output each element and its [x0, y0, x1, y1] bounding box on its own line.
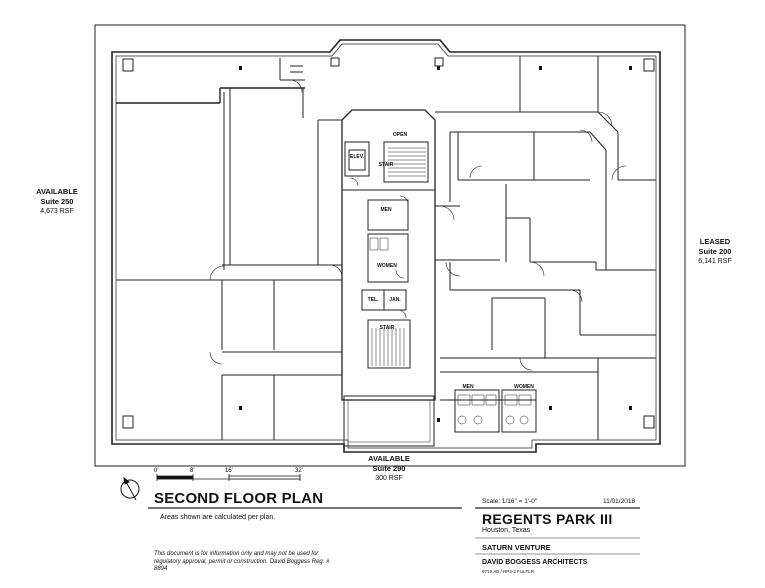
suite-250-status: AVAILABLE	[36, 187, 78, 196]
suite-250-label: AVAILABLE Suite 250 4,673 RSF	[22, 187, 92, 216]
project-city: Houston, Texas	[482, 527, 531, 534]
column	[122, 415, 134, 429]
drawing-code: 9719.AB / RP3-2 FULFLR	[482, 569, 535, 574]
plan-title: SECOND FLOOR PLAN	[154, 490, 324, 507]
suite-250-area: 4,673 RSF	[40, 208, 74, 215]
building-outline	[111, 39, 661, 453]
column	[434, 57, 444, 67]
suite-250-number: Suite 250	[40, 197, 74, 206]
scale-bar	[156, 474, 301, 481]
suite-290-label: AVAILABLE Suite 290 300 RSF	[356, 454, 422, 483]
room-stair-upper: STAIR	[378, 162, 394, 168]
sheet-border	[94, 24, 686, 467]
stair-lower	[367, 319, 411, 369]
room-tel: TEL.	[367, 297, 379, 303]
suite-290-status: AVAILABLE	[368, 454, 410, 463]
room-men-south: MEN	[462, 384, 474, 390]
client-name: SATURN VENTURE	[482, 543, 551, 552]
scale-tick: 32'	[295, 468, 303, 474]
column	[122, 58, 134, 72]
room-women-core: WOMEN	[377, 263, 397, 269]
room-men-core: MEN	[380, 207, 392, 213]
scale-tick: 8'	[190, 468, 195, 474]
suite-290-room	[343, 395, 435, 447]
suite-290-number: Suite 290	[372, 464, 406, 473]
north-arrow-icon	[120, 476, 140, 501]
room-jan: JAN.	[389, 297, 401, 303]
suite-200-label: LEASED Suite 200 6,141 RSF	[685, 237, 745, 266]
core-outline	[341, 109, 436, 401]
room-open: OPEN	[392, 132, 408, 138]
room-women-south: WOMEN	[514, 384, 534, 390]
column	[643, 58, 655, 72]
plan-note: Areas shown are calculated per plan.	[160, 514, 276, 521]
suite-200-area: 6,141 RSF	[698, 258, 732, 265]
architect-name: DAVID BOGGESS ARCHITECTS	[482, 559, 588, 566]
scale-tick: 0'	[154, 468, 159, 474]
room-stair-lower: STAIR	[379, 325, 395, 331]
scale-tick: 16'	[225, 468, 233, 474]
column	[330, 57, 340, 67]
elevator	[344, 141, 370, 177]
suite-200-number: Suite 200	[698, 247, 732, 256]
stair-upper	[383, 141, 429, 183]
plan-date: 11/01/2018	[603, 498, 636, 505]
suite-200-status: LEASED	[699, 237, 731, 246]
suite-290-area: 300 RSF	[375, 475, 403, 482]
plan-scale: Scale: 1/16" = 1'-0"	[482, 498, 538, 505]
column	[643, 415, 655, 429]
room-elevator: ELEV.	[350, 154, 364, 160]
disclaimer: This document is for information only an…	[154, 551, 330, 572]
project-name: REGENTS PARK III	[482, 511, 613, 527]
